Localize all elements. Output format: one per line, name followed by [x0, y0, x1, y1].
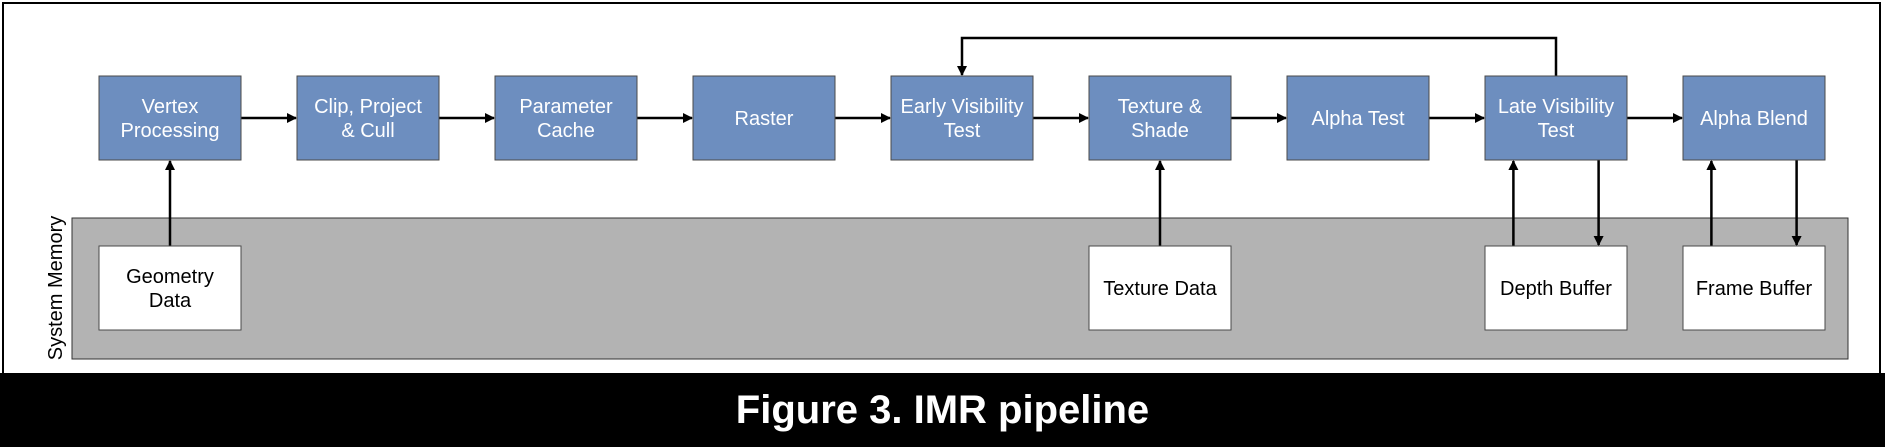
stage-raster-shape [692, 75, 836, 161]
stage-clip: Clip, Project& Cull [296, 75, 440, 161]
memory-texture-shape [1088, 245, 1232, 331]
stage-vertex-label: Processing [121, 120, 220, 142]
stage-clip-label: Clip, Project [314, 96, 422, 118]
stage-clip-shape [296, 75, 440, 161]
stage-early-label: Early Visibility [901, 96, 1024, 118]
stage-early-shape [890, 75, 1034, 161]
stage-texshade-shape [1088, 75, 1232, 161]
stage-texshade: Texture &Shade [1088, 75, 1232, 161]
stage-param-label: Parameter [519, 96, 613, 118]
stage-param-label: Cache [537, 120, 595, 142]
stage-late-label: Test [1538, 120, 1575, 142]
stage-late-label: Late Visibility [1498, 96, 1614, 118]
stage-texshade-label: Texture & [1118, 96, 1203, 118]
stage-clip-label: & Cull [341, 120, 394, 142]
memory-frame-label: Frame Buffer [1696, 278, 1813, 300]
memory-frame-shape [1682, 245, 1826, 331]
stage-param-shape [494, 75, 638, 161]
memory-frame: Frame Buffer [1682, 245, 1826, 331]
stage-alphatest: Alpha Test [1286, 75, 1430, 161]
stage-vertex-label: Vertex [142, 96, 199, 118]
stage-alphablend: Alpha Blend [1682, 75, 1826, 161]
stage-late-shape [1484, 75, 1628, 161]
memory-geometry-label: Data [149, 290, 192, 312]
stage-alphatest-label: Alpha Test [1311, 108, 1404, 130]
figure-caption: Figure 3. IMR pipeline [735, 387, 1150, 432]
stage-raster: Raster [692, 75, 836, 161]
stage-vertex-shape [98, 75, 242, 161]
memory-depth-label: Depth Buffer [1500, 278, 1612, 300]
memory-geometry-shape [98, 245, 242, 331]
stage-early-label: Test [944, 120, 981, 142]
system-memory-label: System Memory [45, 216, 67, 360]
stage-alphablend-label: Alpha Blend [1700, 108, 1808, 130]
stage-texshade-label: Shade [1131, 120, 1189, 142]
memory-texture-label: Texture Data [1103, 278, 1217, 300]
caption-bar: Figure 3. IMR pipeline [0, 373, 1885, 447]
stage-alphatest-shape [1286, 75, 1430, 161]
memory-depth-shape [1484, 245, 1628, 331]
stage-alphablend-shape [1682, 75, 1826, 161]
stage-raster-label: Raster [735, 108, 794, 130]
memory-depth: Depth Buffer [1484, 245, 1628, 331]
memory-geometry-label: Geometry [126, 266, 214, 288]
arrow-late-to-early [957, 36, 1558, 76]
memory-texture: Texture Data [1088, 245, 1232, 331]
